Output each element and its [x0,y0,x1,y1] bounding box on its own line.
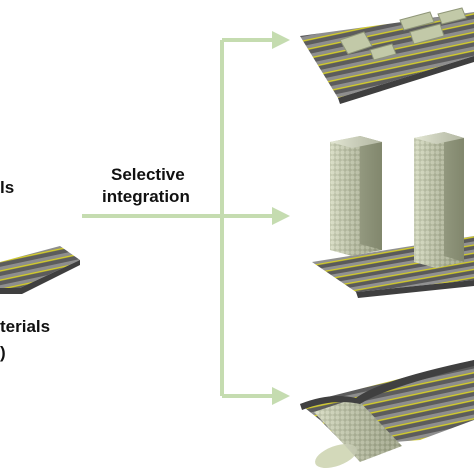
lying-rod [314,398,402,469]
arrow-label-line-2: integration [102,187,190,206]
arrow-bottom-head [272,387,290,405]
pillar-right [414,132,464,268]
arrow-heads [272,31,290,405]
middle-vertical-pillars-illustration [312,132,474,298]
pillar-left [330,136,382,256]
block-array [339,7,467,61]
left-label-bottom-2: ) [0,343,6,362]
bottom-wrapped-rod-illustration [300,360,474,469]
arrow-top-head [272,31,290,49]
left-label-top: ls [0,178,15,197]
branch-arrows [82,38,276,398]
source-rod-film [0,246,80,294]
arrow-middle-head [272,207,290,225]
top-block-array-illustration [300,7,474,104]
left-label-bottom-1: terials [0,317,51,336]
arrow-label-line-1: Selective [111,165,185,184]
